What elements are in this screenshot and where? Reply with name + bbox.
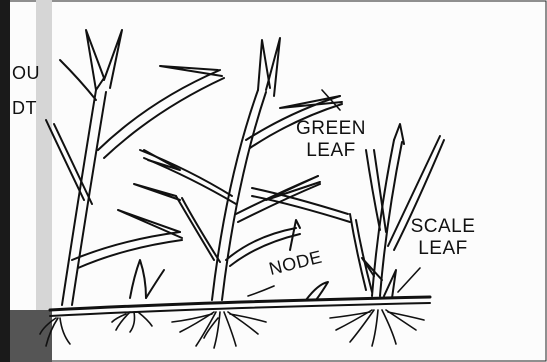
page-corner-shadow [10,310,52,362]
cut-off-text-1: OU [12,62,40,84]
roots [40,310,424,348]
runner-stem [50,297,430,316]
green-leaf-label-line1: GREEN [284,118,378,140]
green-leaf-label-line2: LEAF [284,140,378,162]
cut-off-text-2: DT [12,97,37,119]
green-leaf-label: GREEN LEAF [284,118,378,162]
plant-middle [134,38,372,300]
page-fold-shadow [36,0,52,362]
page-edge-dark [0,0,10,362]
plant-left [46,30,224,305]
scale-leaf-label-line1: SCALE [404,216,482,238]
scale-leaf-label: SCALE LEAF [404,216,482,260]
scale-leaf-shoots [130,260,396,300]
scale-leaf-label-line2: LEAF [404,238,482,260]
